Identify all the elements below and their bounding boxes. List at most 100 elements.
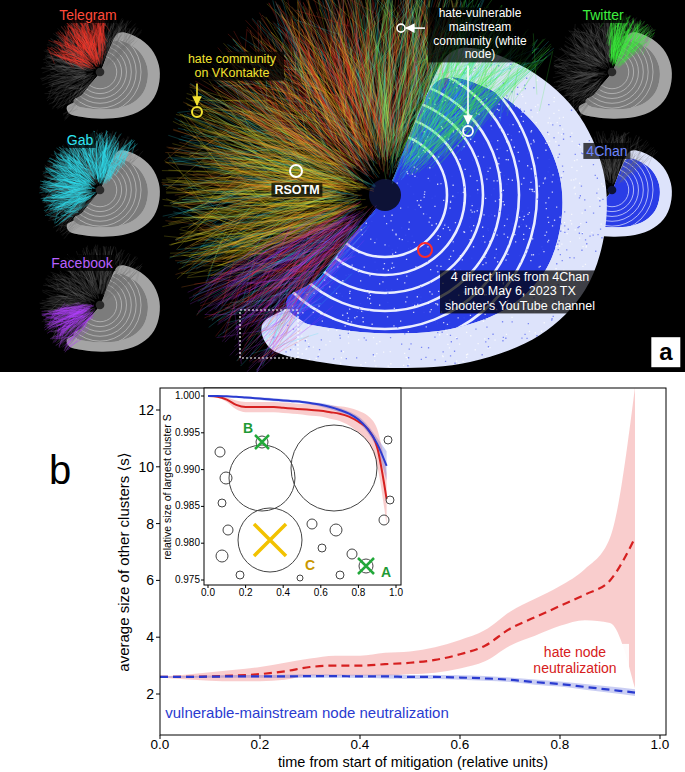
tick-label: 0.8 [551, 737, 570, 753]
marker-letter: C [305, 557, 315, 573]
panel-letter: b [49, 447, 71, 493]
error-band [208, 396, 387, 525]
platform-thumbnail [553, 12, 672, 122]
cluster-circle [218, 499, 226, 507]
tick-label: 12 [138, 402, 154, 418]
tick-mark [156, 410, 160, 411]
axis-title: time from start of mitigation (relative … [278, 754, 548, 771]
tick-label: 0.0 [201, 587, 215, 599]
cluster-circle [215, 447, 225, 457]
cluster-circle [318, 544, 326, 552]
network-links [39, 245, 142, 352]
tick-label: 0.980 [175, 537, 200, 549]
platform-thumbnail [39, 245, 160, 353]
platform-label: Telegram [56, 7, 120, 23]
inset-frame [204, 388, 401, 585]
cluster-circle [220, 472, 232, 484]
platform-thumbnail [39, 130, 160, 239]
node-marker [418, 243, 432, 257]
leader-arrow [406, 27, 425, 29]
dotted-frame [240, 310, 298, 358]
inset-background [204, 388, 401, 585]
leader-arrow [467, 66, 469, 124]
node-marker [463, 126, 473, 136]
spiral-center [96, 68, 105, 77]
data-line [160, 676, 635, 692]
node-marker [397, 24, 405, 32]
axis-title: relative size of largest cluster S [161, 414, 173, 559]
cluster-circle [386, 496, 394, 504]
tick-label: 0.4 [276, 587, 290, 599]
tick-label: 0.975 [175, 574, 200, 586]
series-label: vulnerable-mainstream node neutralizatio… [162, 704, 452, 721]
tick-mark [201, 506, 204, 507]
axes-frame [160, 388, 666, 735]
cluster-circle [297, 575, 303, 581]
community-label: hate-vulnerable mainstream community (wh… [428, 7, 532, 62]
panel-letter-box: a [651, 337, 680, 367]
panel-a [0, 0, 685, 372]
main-plot [160, 388, 635, 696]
network-links [188, 202, 377, 373]
panel-letter: a [659, 338, 672, 366]
cluster-circle [291, 425, 377, 511]
tick-label: 1.0 [389, 587, 403, 599]
tick-mark [201, 469, 204, 470]
cluster-circle [223, 525, 233, 535]
error-band [160, 674, 635, 696]
tick-label: 0.2 [239, 587, 253, 599]
network-links [39, 130, 143, 239]
network-links [42, 303, 95, 353]
tick-label: 8 [146, 516, 154, 532]
tick-label: 4 [146, 629, 154, 645]
panel-b [156, 387, 666, 739]
tick-mark [201, 543, 204, 544]
platform-label: Gab [64, 132, 96, 148]
tick-label: 0.6 [451, 737, 470, 753]
spiral-center [608, 68, 617, 77]
tick-label: 10 [138, 459, 154, 475]
cluster-circle [256, 436, 268, 448]
cluster-circle [384, 436, 392, 444]
spiral-center [96, 186, 105, 195]
tick-mark [201, 580, 204, 581]
data-line [208, 396, 387, 499]
cluster-circle [347, 549, 357, 559]
network-links [392, 0, 553, 181]
tick-label: 0.990 [175, 464, 200, 476]
marker-letter: B [243, 420, 253, 436]
cross-mark [255, 435, 269, 449]
inset-plot [208, 396, 394, 581]
cluster-circle [229, 445, 295, 511]
callout-label: 4 direct links from 4Chan into May 6, 20… [440, 270, 600, 313]
series-label: hate node neutralization [521, 644, 629, 676]
platform-label: Twitter [579, 7, 626, 23]
tick-label: 1.000 [175, 390, 200, 402]
network-links [39, 130, 137, 226]
tick-mark [156, 466, 160, 467]
tick-label: 0.6 [314, 587, 328, 599]
platform-label: 4Chan [583, 143, 630, 159]
tick-label: 0.4 [351, 737, 370, 753]
node-marker [290, 165, 302, 177]
main-network [161, 0, 606, 372]
cluster-circle [379, 515, 389, 525]
data-line [208, 396, 387, 466]
tick-label: 0.0 [151, 737, 170, 753]
cluster-circle [359, 559, 373, 573]
tick-label: 2 [146, 686, 154, 702]
platform-thumbnail [40, 11, 160, 120]
cluster-circle [238, 508, 302, 572]
cluster-circle [236, 571, 244, 579]
node-label: RSOTM [271, 183, 322, 197]
cross-mark [254, 524, 286, 556]
tick-label: 1.0 [651, 737, 670, 753]
network-links [193, 202, 373, 363]
tick-label: 0.2 [251, 737, 270, 753]
tick-label: 0.8 [351, 587, 365, 599]
axis-title: average size of other clusters ⟨s⟩ [115, 452, 132, 671]
tick-label: 6 [146, 572, 154, 588]
cross-mark [358, 558, 374, 574]
cluster-circle [216, 550, 228, 562]
